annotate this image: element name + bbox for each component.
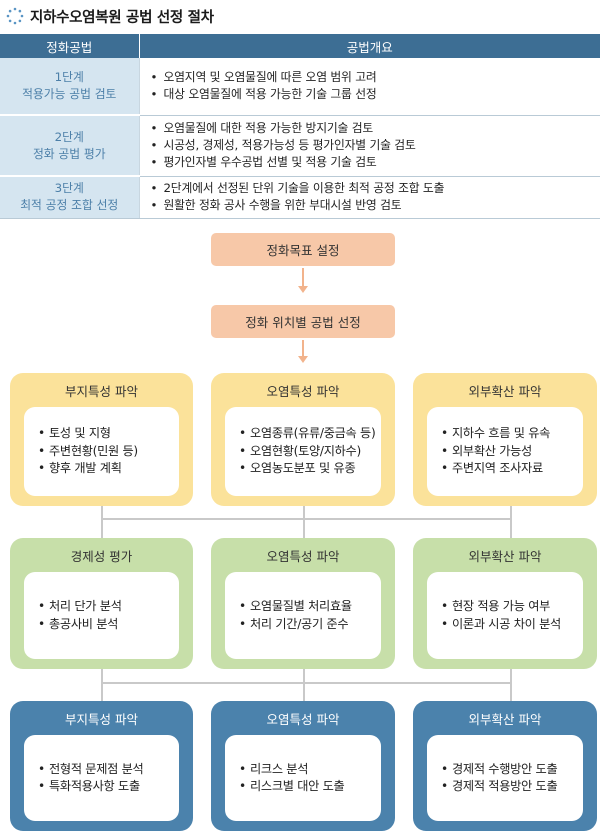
connector-line	[101, 518, 512, 520]
card-title: 외부확산 파악	[468, 548, 542, 564]
list-item: 주변지역 조사자료	[441, 460, 583, 478]
title-row: 지하수오염복원 공법 선정 절차	[6, 5, 214, 27]
flow-connector	[302, 268, 304, 288]
list-item: 오염현황(토양/지하수)	[239, 443, 381, 461]
list-item: 원활한 정화 공사 수행을 위한 부대시설 반영 검토	[148, 197, 600, 214]
card-title: 부지특성 파악	[65, 383, 138, 399]
list-item: 경제적 적용방안 도출	[441, 778, 583, 796]
table-header-row: 정화공법 공법개요	[0, 34, 600, 58]
overview-cell: 오염물질에 대한 적용 가능한 방지기술 검토 시공성, 경제성, 적용가능성 …	[138, 115, 600, 177]
table-row: 3단계 최적 공정 조합 선정 2단계에서 선정된 단위 기술을 이용한 최적 …	[0, 176, 600, 219]
connector-line	[303, 506, 305, 538]
list-item: 오염지역 및 오염물질에 따른 오염 범위 고려	[148, 69, 600, 86]
card-title: 경제성 평가	[70, 548, 133, 564]
step-cell: 1단계 적용가능 공법 검토	[0, 58, 139, 116]
card-body: 전형적 문제점 분석 특화적용사항 도출	[24, 735, 179, 821]
card-body: 경제적 수행방안 도출 경제적 적용방안 도출	[427, 735, 583, 821]
card-contamination-characteristics: 오염특성 파악 오염종류(유류/중금속 등) 오염현황(토양/지하수) 오염농도…	[211, 373, 395, 506]
list-item: 대상 오염물질에 적용 가능한 기술 그룹 선정	[148, 86, 600, 103]
card-title: 외부확산 파악	[468, 711, 542, 727]
step-label: 2단계	[54, 129, 84, 144]
card-contamination-characteristics: 오염특성 파악 리크스 분석 리스크별 대안 도출	[211, 701, 395, 831]
step-cell: 2단계 정화 공법 평가	[0, 115, 139, 177]
page-title: 지하수오염복원 공법 선정 절차	[30, 9, 214, 26]
list-item: 리크스 분석	[239, 761, 381, 779]
list-item: 오염종류(유류/중금속 등)	[239, 425, 381, 443]
overview-cell: 2단계에서 선정된 단위 기술을 이용한 최적 공정 조합 도출 원활한 정화 …	[138, 176, 600, 219]
connector-line	[303, 669, 305, 701]
list-item: 주변현황(민원 등)	[38, 443, 179, 461]
table-row: 1단계 적용가능 공법 검토 오염지역 및 오염물질에 따른 오염 범위 고려 …	[0, 58, 600, 116]
flow-step-method: 정화 위치별 공법 선정	[211, 305, 395, 338]
list-item: 오염물질별 처리효율	[239, 598, 381, 616]
list-item: 경제적 수행방안 도출	[441, 761, 583, 779]
list-item: 토성 및 지형	[38, 425, 179, 443]
card-site-characteristics: 부지특성 파악 토성 및 지형 주변현황(민원 등) 향후 개발 계획	[10, 373, 193, 506]
step-cell: 3단계 최적 공정 조합 선정	[0, 176, 139, 219]
list-item: 이론과 시공 차이 분석	[441, 616, 583, 634]
method-table: 정화공법 공법개요 1단계 적용가능 공법 검토 오염지역 및 오염물질에 따른…	[0, 34, 600, 219]
step-name: 정화 공법 평가	[32, 146, 106, 161]
step-name: 적용가능 공법 검토	[22, 87, 117, 101]
card-body: 오염종류(유류/중금속 등) 오염현황(토양/지하수) 오염농도분포 및 유종	[225, 407, 381, 496]
arrow-down-icon	[298, 286, 308, 293]
list-item: 전형적 문제점 분석	[38, 761, 179, 779]
list-item: 현장 적용 가능 여부	[441, 598, 583, 616]
card-body: 처리 단가 분석 총공사비 분석	[24, 572, 179, 659]
list-item: 처리 단가 분석	[38, 598, 179, 616]
list-item: 지하수 흐름 및 유속	[441, 425, 583, 443]
list-item: 오염농도분포 및 유종	[239, 460, 381, 478]
list-item: 외부확산 가능성	[441, 443, 583, 461]
card-body: 토성 및 지형 주변현황(민원 등) 향후 개발 계획	[24, 407, 179, 496]
list-item: 시공성, 경제성, 적용가능성 등 평가인자별 기술 검토	[148, 137, 600, 154]
card-body: 리크스 분석 리스크별 대안 도출	[225, 735, 381, 821]
connector-line	[101, 682, 512, 684]
card-title: 오염특성 파악	[266, 383, 340, 399]
card-site-characteristics: 부지특성 파악 전형적 문제점 분석 특화적용사항 도출	[10, 701, 193, 831]
table-header-method: 정화공법	[0, 34, 139, 58]
card-economic-evaluation: 경제성 평가 처리 단가 분석 총공사비 분석	[10, 538, 193, 669]
list-item: 향후 개발 계획	[38, 460, 179, 478]
table-row: 2단계 정화 공법 평가 오염물질에 대한 적용 가능한 방지기술 검토 시공성…	[0, 115, 600, 177]
card-external-spread: 외부확산 파악 현장 적용 가능 여부 이론과 시공 차이 분석	[413, 538, 597, 669]
arrow-down-icon	[298, 356, 308, 363]
connector-line	[101, 669, 103, 701]
table-header-overview: 공법개요	[138, 34, 600, 58]
list-item: 리스크별 대안 도출	[239, 778, 381, 796]
card-external-spread: 외부확산 파악 지하수 흐름 및 유속 외부확산 가능성 주변지역 조사자료	[413, 373, 597, 506]
card-contamination-characteristics: 오염특성 파악 오염물질별 처리효율 처리 기간/공기 준수	[211, 538, 395, 669]
step-name: 최적 공정 조합 선정	[20, 198, 119, 213]
flow-step-goal: 정화목표 설정	[211, 233, 395, 266]
flow-connector	[302, 340, 304, 358]
card-title: 오염특성 파악	[266, 711, 340, 727]
connector-line	[510, 506, 512, 538]
card-title: 부지특성 파악	[65, 711, 138, 727]
list-item: 특화적용사항 도출	[38, 778, 179, 796]
card-title: 외부확산 파악	[468, 383, 542, 399]
card-title: 오염특성 파악	[266, 548, 340, 564]
list-item: 평가인자별 우수공법 선별 및 적용 기술 검토	[148, 154, 600, 171]
step-label: 3단계	[54, 181, 84, 196]
list-item: 총공사비 분석	[38, 616, 179, 634]
list-item: 오염물질에 대한 적용 가능한 방지기술 검토	[148, 120, 600, 137]
dotted-circle-icon	[6, 7, 24, 25]
list-item: 2단계에서 선정된 단위 기술을 이용한 최적 공정 조합 도출	[148, 180, 600, 197]
card-body: 현장 적용 가능 여부 이론과 시공 차이 분석	[427, 572, 583, 659]
card-body: 지하수 흐름 및 유속 외부확산 가능성 주변지역 조사자료	[427, 407, 583, 496]
connector-line	[101, 506, 103, 538]
step-label: 1단계	[54, 70, 84, 84]
overview-cell: 오염지역 및 오염물질에 따른 오염 범위 고려 대상 오염물질에 적용 가능한…	[138, 58, 600, 116]
connector-line	[510, 669, 512, 701]
card-external-spread: 외부확산 파악 경제적 수행방안 도출 경제적 적용방안 도출	[413, 701, 597, 831]
card-body: 오염물질별 처리효율 처리 기간/공기 준수	[225, 572, 381, 659]
list-item: 처리 기간/공기 준수	[239, 616, 381, 634]
